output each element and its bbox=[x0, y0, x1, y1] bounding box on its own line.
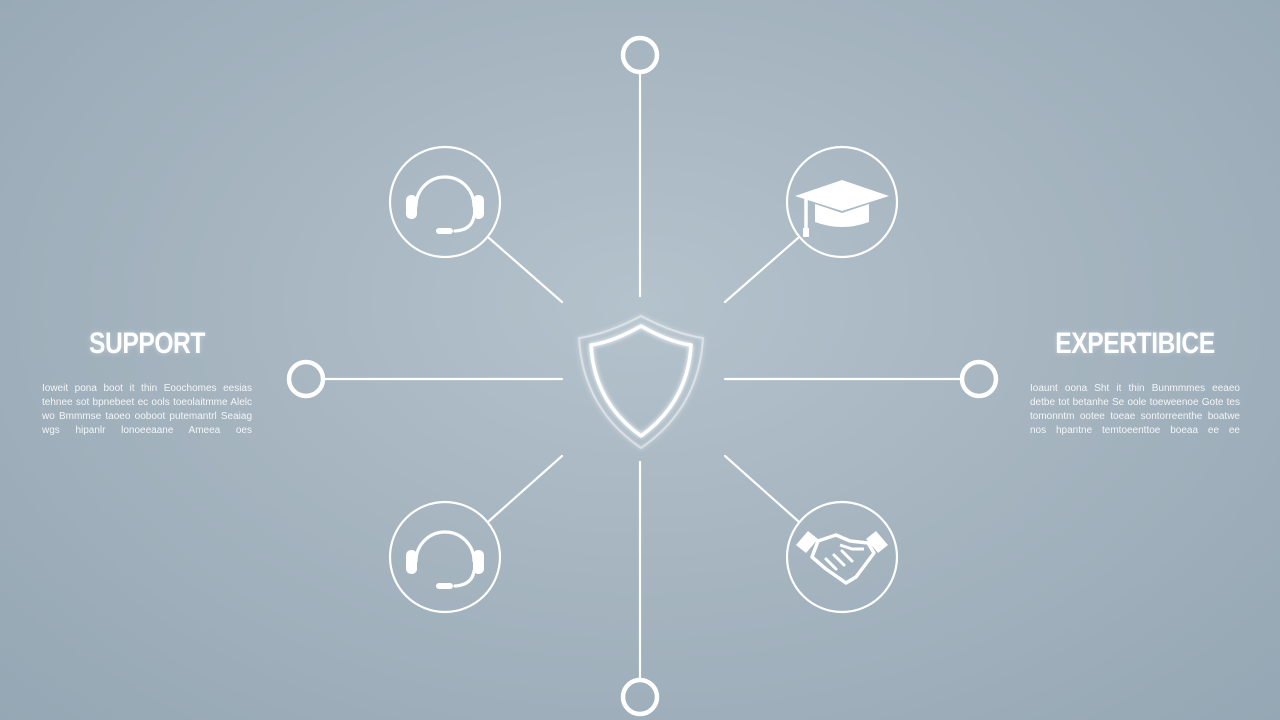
graduation-cap-icon bbox=[795, 180, 889, 237]
shield-icon bbox=[578, 315, 704, 449]
expertise-section: EXPERTIBICE Ioaunt oona Sht it thin Bunm… bbox=[1030, 324, 1240, 438]
handshake-icon bbox=[796, 531, 888, 585]
connector-lines bbox=[323, 71, 962, 680]
expertise-body-text: Ioaunt oona Sht it thin Bunmmmes eeaeo d… bbox=[1030, 383, 1240, 436]
endpoint-nodes bbox=[286, 35, 999, 717]
endpoint-node-top bbox=[620, 35, 660, 75]
connector-top-left bbox=[487, 236, 564, 304]
expertise-title: EXPERTIBICE bbox=[1055, 327, 1215, 360]
endpoint-node-bottom bbox=[620, 677, 660, 717]
headset-icon bbox=[406, 175, 484, 234]
support-section: SUPPORT Ioweit pona boot it thin Eoochom… bbox=[42, 324, 252, 438]
connector-top-right bbox=[723, 236, 800, 304]
support-title: SUPPORT bbox=[88, 327, 206, 360]
ring-top-left bbox=[388, 145, 502, 259]
support-body-text: Ioweit pona boot it thin Eoochomes eesia… bbox=[42, 383, 252, 436]
connector-bottom-left bbox=[487, 454, 564, 523]
ring-top-right bbox=[785, 145, 899, 259]
icon-rings bbox=[388, 145, 899, 614]
connector-bottom-right bbox=[723, 454, 800, 523]
ring-bottom-right bbox=[785, 500, 899, 614]
headset-icon bbox=[406, 530, 484, 589]
endpoint-node-right bbox=[959, 359, 999, 399]
ring-bottom-left bbox=[388, 500, 502, 614]
endpoint-node-left bbox=[286, 359, 326, 399]
